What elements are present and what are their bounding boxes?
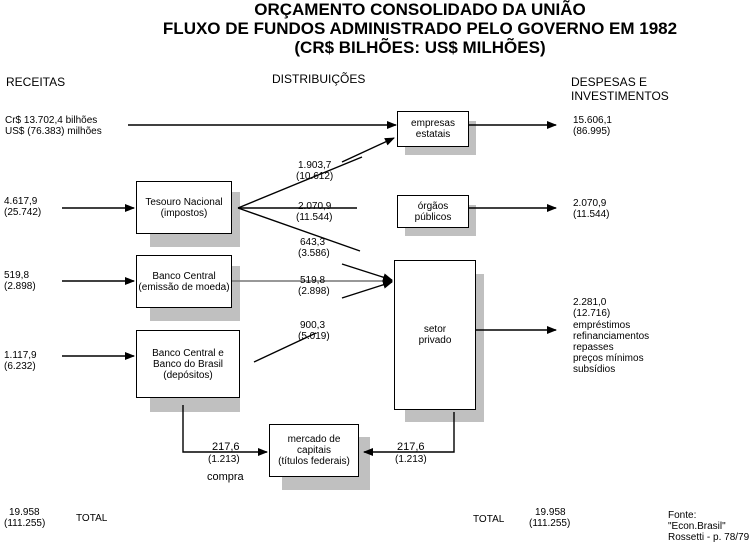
box-banco-central: Banco Central (emissão de moeda) (136, 255, 232, 308)
box-mercado-label-2: capitais (297, 445, 331, 456)
capitais-right-line-2: (1.213) (395, 454, 427, 465)
arrow-tesouro-setor-head (341, 263, 393, 282)
header-distribuicoes: DISTRIBUIÇÕES (272, 72, 366, 86)
despesa-1-line-1: 15.606,1 (573, 115, 612, 126)
arrow-bcbb-mercado (182, 405, 268, 456)
despesa-1-line-2: (86.995) (573, 126, 611, 137)
dist-1-line-1: 1.903,7 (298, 160, 332, 171)
box-orgaos-publicos: órgãos públicos (397, 195, 469, 228)
header-despesas-2: INVESTIMENTOS (571, 89, 669, 103)
arrow-setor-mercado (363, 412, 455, 456)
despesa-3-item-5: subsídios (573, 364, 616, 375)
total-right-label: TOTAL (473, 514, 505, 525)
box-setor-label-2: privado (418, 335, 452, 346)
header-receitas: RECEITAS (6, 75, 66, 89)
title-line-2: FLUXO DE FUNDOS ADMINISTRADO PELO GOVERN… (162, 19, 678, 38)
despesa-2-line-1: 2.070,9 (573, 198, 607, 209)
box-setor-privado: setor privado (394, 260, 476, 410)
box-empresas-label-2: estatais (415, 129, 451, 140)
total-right-value: 19.958 (535, 507, 566, 518)
total-left-usd: (111.255) (4, 518, 46, 529)
title-line-3: (CR$ BILHÕES: US$ MILHÕES) (294, 38, 546, 57)
box-banco-central-label-2: (emissão de moeda) (138, 281, 230, 293)
despesa-3-line-1: 2.281,0 (573, 297, 607, 308)
capitais-compra: compra (207, 471, 244, 483)
despesa-2-line-2: (11.544) (573, 209, 610, 220)
source-line-1: Fonte: (668, 510, 697, 521)
despesa-3-item-4: preços mínimos (573, 353, 644, 364)
box-setor-label-1: setor (423, 324, 447, 335)
dist-4-line-1: 519,8 (300, 275, 326, 286)
dist-4-line-2: (2.898) (298, 286, 330, 297)
box-banco-central-label-1: Banco Central (152, 270, 216, 282)
box-mercado-capitais: mercado de capitais (títulos federais) (269, 424, 359, 477)
dist-2-line-1: 2.070,9 (298, 201, 332, 212)
box-tesouro-nacional: Tesouro Nacional (impostos) (136, 181, 232, 234)
dist-2-line-2: (11.544) (296, 212, 333, 223)
capitais-left-line-2: (1.213) (208, 454, 240, 465)
box-mercado-label-3: (títulos federais) (278, 456, 350, 467)
arrow-bcbb-setor-head (341, 280, 393, 299)
receita-1-line-2: US$ (76.383) milhões (5, 126, 102, 137)
arrow-tesouro-setor (237, 207, 361, 252)
total-right-usd: (111.255) (529, 518, 571, 529)
despesa-3-line-2: (12.716) (573, 308, 611, 319)
receita-3-line-1: 519,8 (4, 270, 30, 281)
capitais-left-line-1: 217,6 (212, 441, 240, 453)
dist-1-line-2: (10.612) (296, 171, 334, 182)
line-bcbb-setor (253, 332, 317, 363)
receita-1-line-1: Cr$ 13.702,4 bilhões (5, 115, 98, 126)
receita-4-line-2: (6.232) (4, 361, 36, 372)
total-left-value: 19.958 (9, 507, 40, 518)
dist-5-line-2: (5.019) (298, 331, 330, 342)
box-mercado-label-1: mercado de (287, 434, 341, 445)
capitais-right-line-1: 217,6 (397, 441, 425, 453)
despesa-3-item-1: empréstimos (573, 320, 631, 331)
receita-4-line-1: 1.117,9 (4, 350, 37, 361)
box-bc-bb-label-2: Banco do Brasil (152, 358, 224, 370)
dist-3-line-2: (3.586) (298, 248, 330, 259)
box-orgaos-label-2: públicos (414, 211, 452, 223)
source-line-2: "Econ.Brasil" (668, 521, 726, 532)
despesa-3-item-3: repasses (573, 342, 614, 353)
receita-2-line-1: 4.617,9 (4, 196, 38, 207)
receita-2-line-2: (25.742) (4, 207, 42, 218)
box-bc-bb-label-1: Banco Central e (152, 347, 224, 359)
arrow-tesouro-empresas-head (341, 137, 395, 163)
despesa-3-item-2: refinanciamentos (573, 331, 650, 342)
box-empresas-estatais: empresas estatais (397, 111, 469, 147)
total-left-label: TOTAL (76, 513, 108, 524)
header-despesas-1: DESPESAS E (571, 75, 648, 89)
box-bc-bb-label-3: (depósitos) (163, 369, 213, 381)
box-orgaos-label-1: órgãos (417, 200, 449, 212)
dist-3-line-1: 643,3 (300, 237, 326, 248)
dist-5-line-1: 900,3 (300, 320, 326, 331)
box-tesouro-label-2: (impostos) (160, 207, 208, 219)
source-line-3: Rossetti - p. 78/79 (668, 532, 750, 543)
title-line-1: ORÇAMENTO CONSOLIDADO DA UNIÃO (254, 0, 586, 19)
box-tesouro-label-1: Tesouro Nacional (145, 196, 223, 208)
box-bc-bb: Banco Central e Banco do Brasil (depósit… (136, 330, 240, 398)
box-empresas-label-1: empresas (411, 118, 455, 129)
receita-3-line-2: (2.898) (4, 281, 36, 292)
arrow-tesouro-empresas (237, 156, 363, 209)
